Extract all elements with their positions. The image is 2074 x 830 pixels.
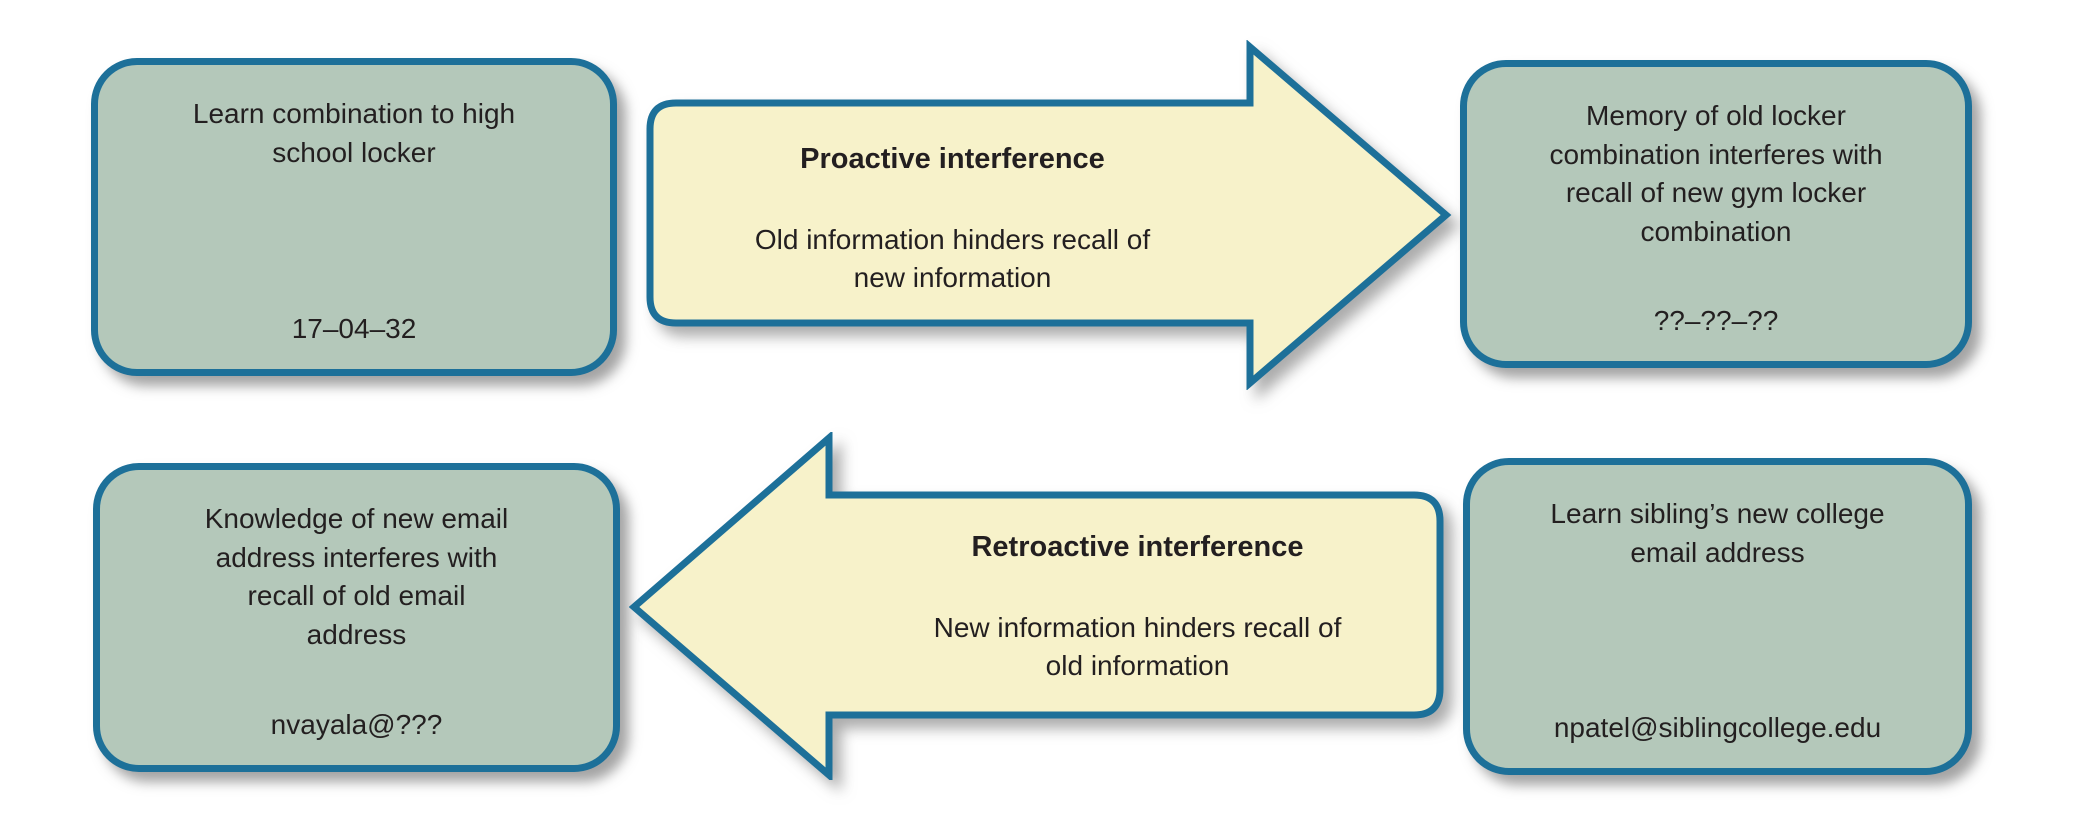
- box-new-email-interferes-old-text: Knowledge of new email address interfere…: [204, 503, 509, 650]
- proactive-arrow-description: Old information hinders recall of new in…: [754, 224, 1151, 293]
- box-learn-old-combination-text: Learn combination to high school locker: [192, 98, 516, 168]
- box-learn-sibling-email-value: npatel@siblingcollege.edu: [1553, 711, 1882, 743]
- proactive-arrow-label: Proactive interference Old information h…: [660, 140, 1245, 297]
- retroactive-arrow-title: Retroactive interference: [971, 531, 1304, 563]
- box-new-email-interferes-old-value: nvayala@???: [270, 708, 443, 740]
- box-memory-interferes-new: Memory of old locker combination interfe…: [1460, 60, 1972, 368]
- box-memory-interferes-new-text: Memory of old locker combination interfe…: [1549, 100, 1883, 247]
- box-learn-old-combination-value: 17–04–32: [291, 312, 417, 344]
- retroactive-arrow-description: New information hinders recall of old in…: [933, 612, 1342, 681]
- retroactive-arrow-label: Retroactive interference New information…: [845, 528, 1430, 685]
- box-new-email-interferes-old: Knowledge of new email address interfere…: [93, 463, 620, 772]
- box-learn-sibling-email-text: Learn sibling’s new college email addres…: [1550, 498, 1885, 568]
- proactive-arrow-title: Proactive interference: [800, 143, 1105, 175]
- box-learn-old-combination: Learn combination to high school locker …: [91, 58, 617, 376]
- box-learn-sibling-email: Learn sibling’s new college email addres…: [1463, 458, 1972, 775]
- box-memory-interferes-new-value: ??–??–??: [1653, 304, 1779, 336]
- retroactive-left-arrow-icon: [629, 432, 1444, 780]
- proactive-right-arrow-icon: [646, 40, 1452, 390]
